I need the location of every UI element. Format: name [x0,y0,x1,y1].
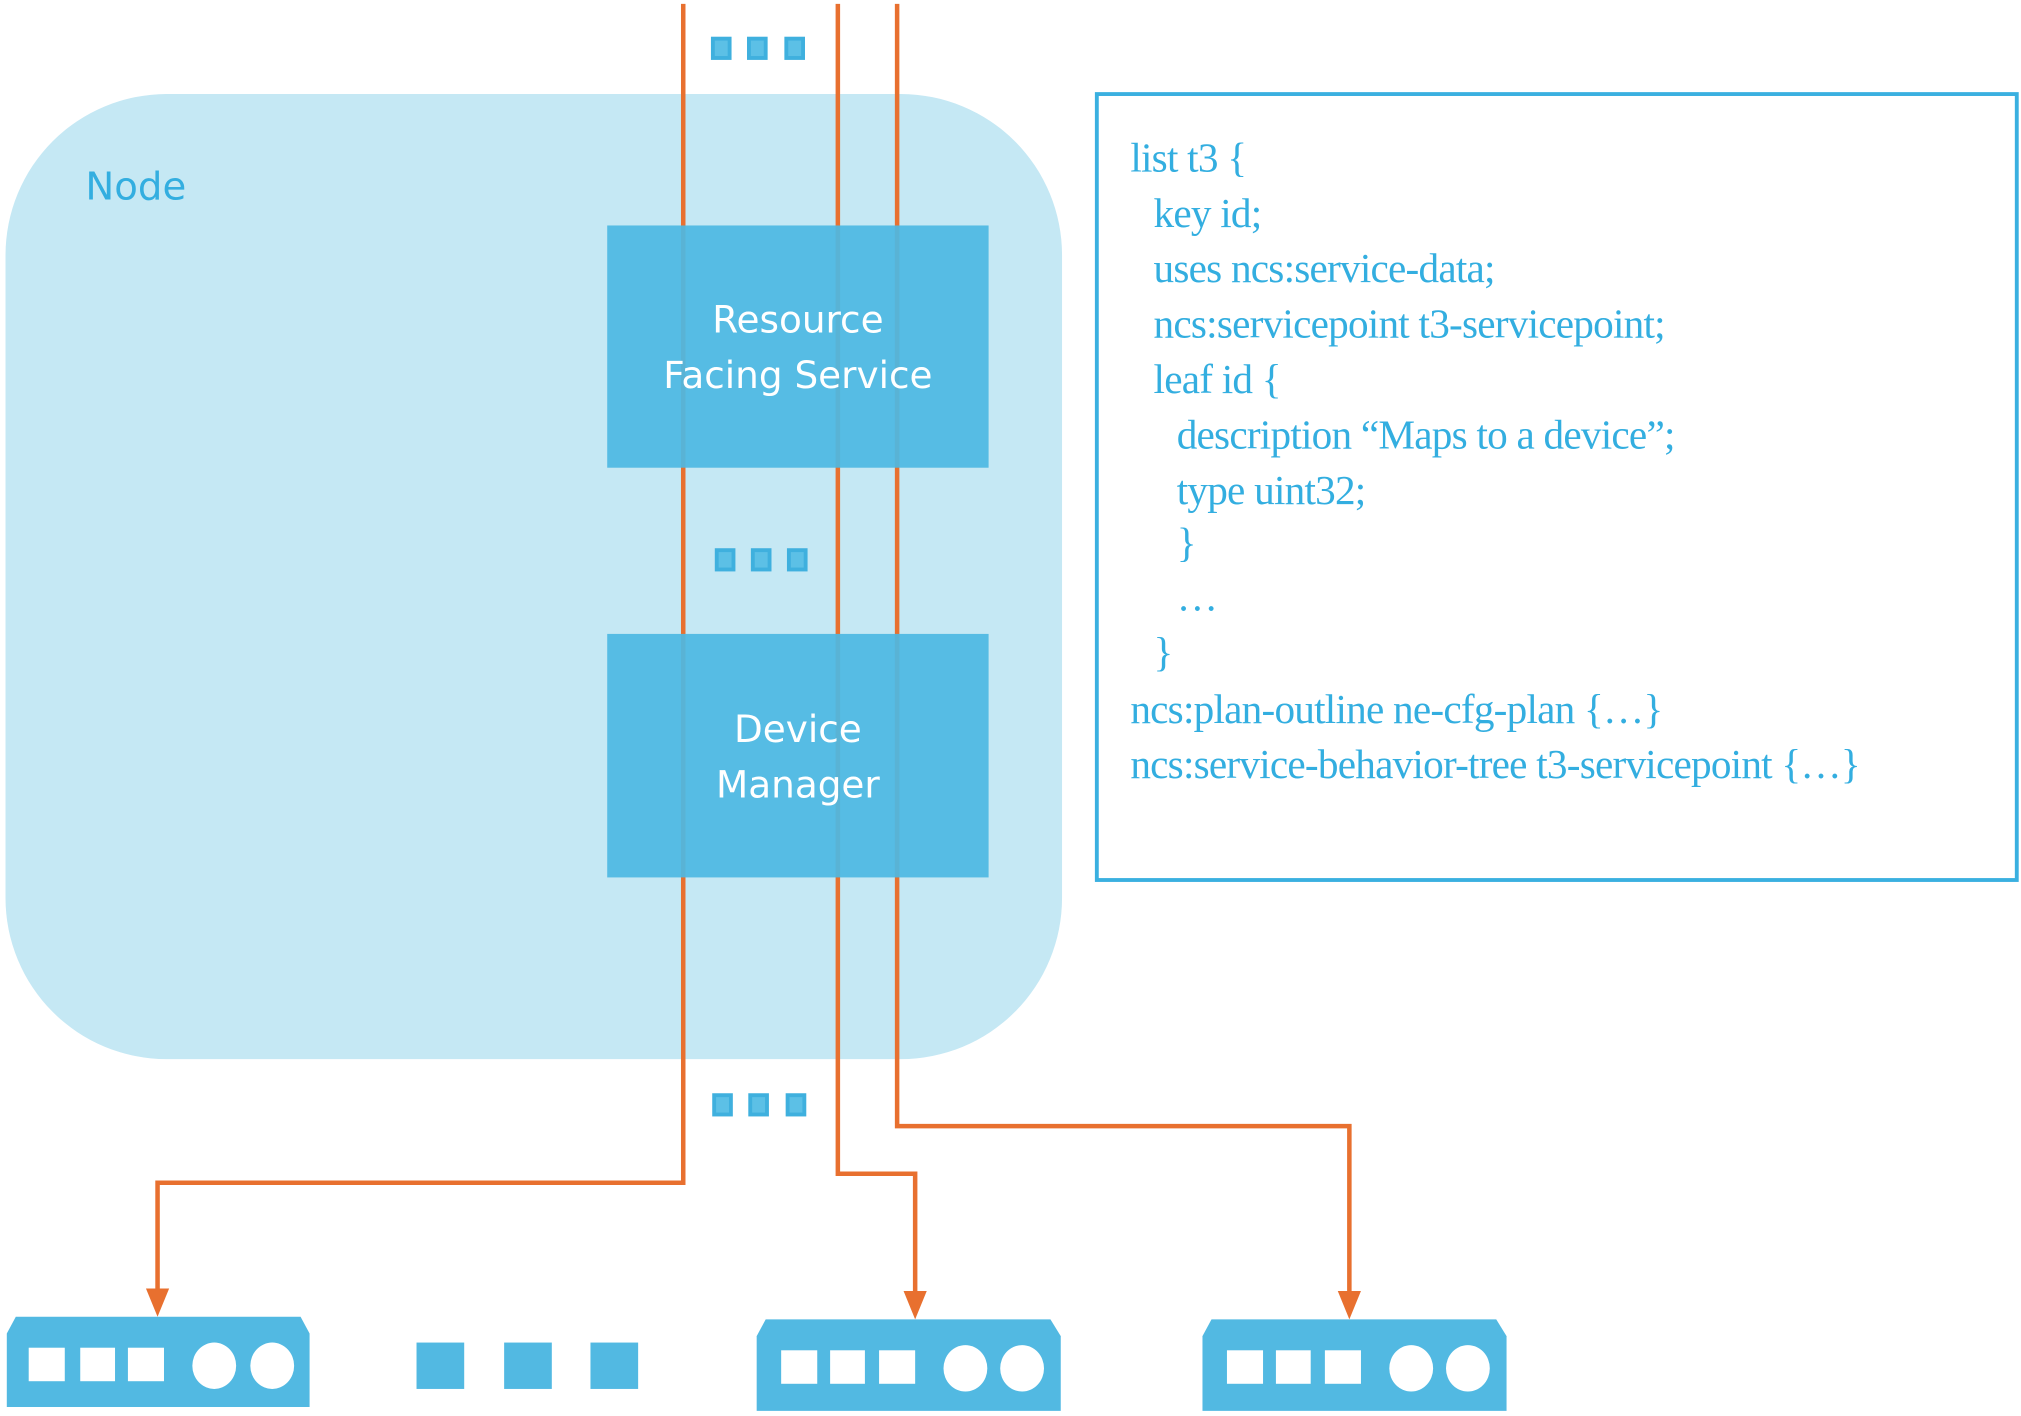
code-line: ncs:plan-outline ne-cfg-plan {…} [1130,686,1662,732]
more-devices-icon [416,1342,639,1389]
code-line: leaf id { [1154,356,1281,402]
more-squares-icon [710,36,805,60]
network-device-icon[interactable] [1202,1319,1507,1411]
arrowhead-icon [903,1291,927,1320]
code-line: } [1177,520,1196,566]
network-device-icon[interactable] [756,1319,1061,1411]
path-to-device-3 [894,3,1352,1295]
rfs-label-line1: Resource [712,297,883,341]
service-paths [155,3,1352,1295]
resource-facing-service-box[interactable]: Resource Facing Service [607,225,989,468]
dm-label-line2: Manager [716,763,880,807]
more-squares-icon [714,548,808,572]
code-line: type uint32; [1177,467,1366,513]
code-line: key id; [1154,190,1262,236]
rfs-label-line2: Facing Service [663,353,932,397]
code-line: } [1154,629,1173,675]
code-text: list t3 { key id; uses ncs:service-data;… [1130,134,1860,787]
code-box [1094,92,2019,882]
path-to-device-2 [835,3,918,1295]
code-line: … [1177,574,1217,620]
dm-label-line1: Device [734,707,862,751]
arrowhead-icon [145,1288,170,1317]
code-line: list t3 { [1130,134,1246,180]
path-to-device-1 [155,3,686,1295]
arrowheads [145,1288,1361,1320]
device-manager-box[interactable]: Device Manager [607,633,989,878]
code-line: ncs:servicepoint t3-servicepoint; [1154,301,1665,347]
more-squares-icon [712,1093,807,1117]
arrowhead-icon [1337,1291,1361,1320]
code-line: uses ncs:service-data; [1154,245,1495,291]
node-label: Node [85,165,186,210]
code-line: ncs:service-behavior-tree t3-servicepoin… [1130,741,1860,787]
code-line: description “Maps to a device”; [1177,411,1675,457]
network-device-icon[interactable] [6,1316,310,1407]
